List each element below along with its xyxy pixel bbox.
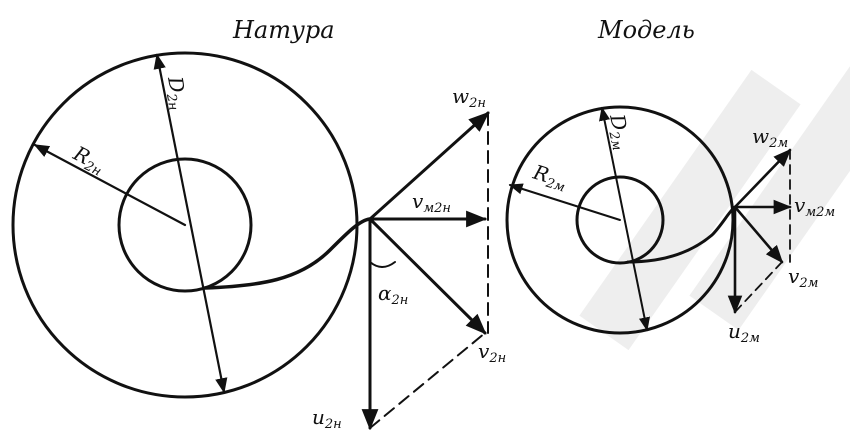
model-radius-line [508, 183, 621, 221]
model-vm-label: vм2м [794, 193, 835, 220]
model-w-label: w2м [752, 124, 788, 151]
model-radius-label: R2м [529, 160, 570, 196]
nature-title: Натура [232, 16, 335, 44]
model-v-label: v2м [788, 264, 818, 291]
model-u-label: u2м [728, 319, 760, 346]
model-diameter-label: D2м [602, 111, 636, 152]
nature-blade-curve [203, 217, 372, 290]
nature-diameter-line [153, 53, 228, 394]
nature-angle-label: α2н [378, 281, 408, 308]
model-v-vector [733, 205, 784, 264]
nature-figure: Натура D2н R2н w2н vм2н α2н v2н u2н [11, 16, 506, 432]
model-title: Модель [597, 16, 695, 44]
nature-v-label: v2н [478, 339, 506, 366]
model-blade-curve [626, 205, 737, 264]
nature-vm-label: vм2н [412, 189, 451, 216]
nature-angle-arc [369, 261, 396, 268]
nature-dashed-diagonal [369, 332, 486, 429]
nature-w-vector [368, 111, 490, 221]
model-figure: Модель D2м R2м w2м vм2м v2м u2м [505, 16, 835, 346]
nature-radius-line [33, 143, 187, 227]
nature-u-label: u2н [312, 405, 342, 432]
nature-diameter-label: D2н [160, 74, 192, 112]
model-diameter-line [599, 106, 650, 332]
model-w-vector [733, 148, 792, 209]
model-dashed-diagonal [734, 261, 783, 313]
nature-w-label: w2н [452, 84, 486, 111]
nature-v-vector [368, 217, 487, 335]
nature-radius-label: R2н [67, 141, 109, 180]
